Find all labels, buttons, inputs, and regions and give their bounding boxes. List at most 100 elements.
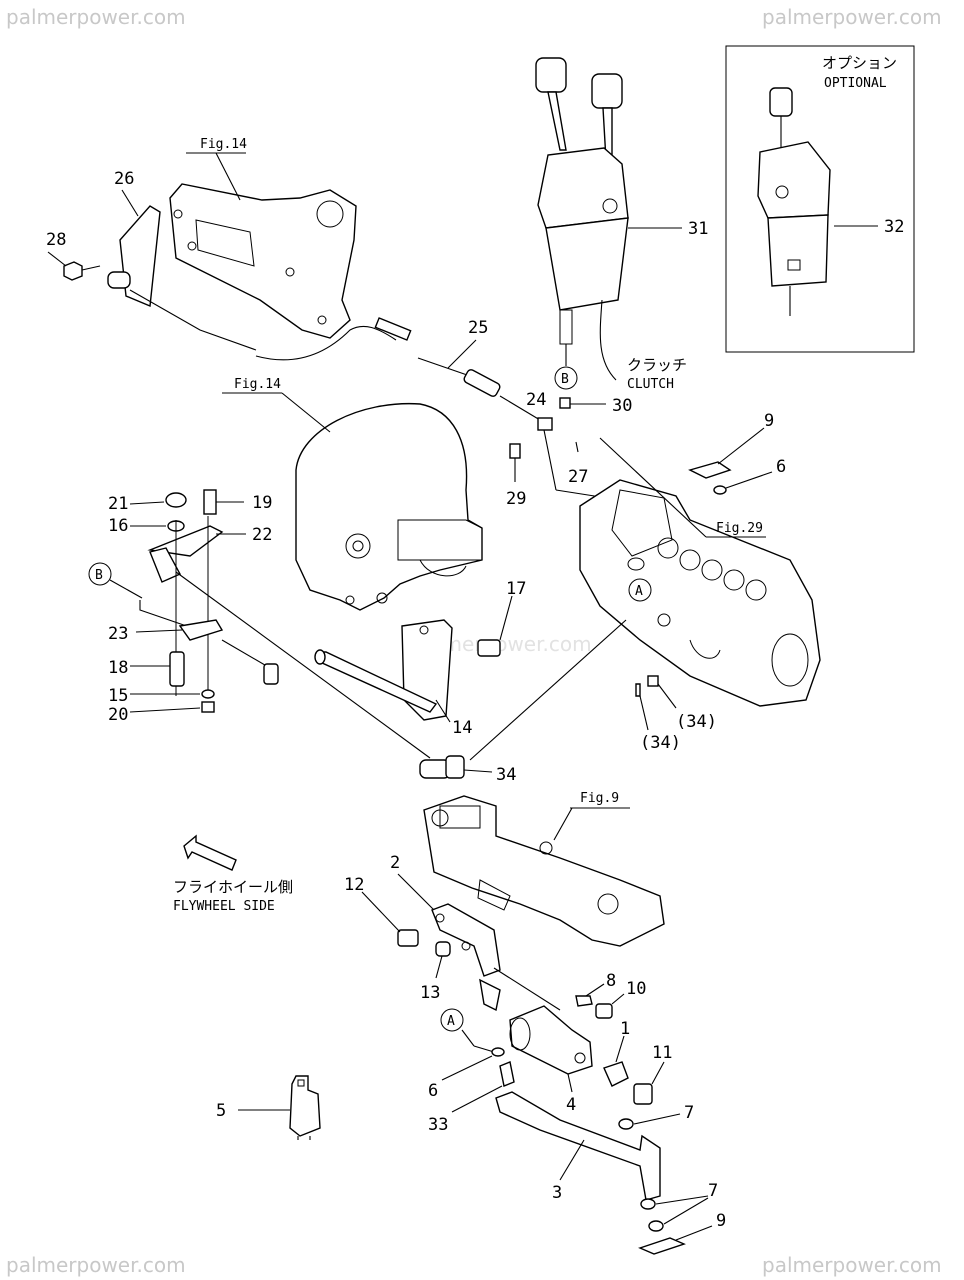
label-15: 15 <box>108 686 128 706</box>
optional-lever-knob <box>769 87 793 117</box>
watermark-bottom-left: palmerpower.com <box>6 1253 186 1277</box>
label-7-bottom: 7 <box>708 1181 718 1201</box>
nut-30 <box>559 397 571 409</box>
stop-solenoid-group: 4 8 10 1 11 7 A 6 33 <box>428 971 694 1135</box>
bolt-29 <box>509 443 521 459</box>
fig14-top-ref: Fig.14 <box>200 137 247 152</box>
washer-7-mid <box>618 1118 634 1130</box>
control-housing <box>537 147 629 229</box>
lever-bracket-14: 14 17 <box>314 579 526 738</box>
optional-box: オプション OPTIONAL 32 <box>725 45 915 353</box>
optional-title-en: OPTIONAL <box>824 76 887 91</box>
clutch-lever-knob <box>535 57 567 93</box>
optional-control-head <box>757 141 831 219</box>
label-23: 23 <box>108 624 128 644</box>
label-20: 20 <box>108 705 128 725</box>
stop-solenoid <box>509 1005 593 1075</box>
bracket-22 <box>147 525 224 557</box>
label-1: 1 <box>620 1019 630 1039</box>
label-34: 34 <box>496 765 516 785</box>
cable-bracket <box>119 205 161 308</box>
label-26: 26 <box>114 169 134 189</box>
label-18: 18 <box>108 658 128 678</box>
label-22: 22 <box>252 525 272 545</box>
label-28: 28 <box>46 230 66 250</box>
nut-34-right <box>647 675 659 687</box>
label-4: 4 <box>566 1095 576 1115</box>
bolt-17 <box>477 639 501 657</box>
pin-33 <box>499 1061 515 1087</box>
circle-a-bottom-label: A <box>447 1014 455 1029</box>
cable-bracket-group: 28 26 25 <box>46 169 541 421</box>
fig29-ref: Fig.29 <box>716 521 763 536</box>
dual-lever-control: 31 B クラッチ CLUTCH <box>535 57 708 392</box>
flywheel-direction-arrow <box>183 834 237 871</box>
flywheel-side-callout: フライホイール側 FLYWHEEL SIDE <box>173 834 293 914</box>
flywheel-label-jp: フライホイール側 <box>173 878 293 896</box>
throttle-lever-knob <box>591 73 623 109</box>
joint-34: 34 <box>419 755 516 785</box>
link-1 <box>603 1061 629 1087</box>
watermark-bottom-right: palmerpower.com <box>762 1253 942 1277</box>
washer-7-b <box>648 1220 664 1232</box>
clevis-group: 24 30 27 29 <box>506 390 632 509</box>
label-24: 24 <box>526 390 546 410</box>
label-32: 32 <box>884 217 904 237</box>
label-34-right: (34) <box>676 712 717 732</box>
circle-b-top-label: B <box>561 372 569 387</box>
label-25: 25 <box>468 318 488 338</box>
circle-a-engine-label: A <box>635 584 643 599</box>
clutch-label-jp: クラッチ <box>627 356 687 374</box>
label-11: 11 <box>652 1043 672 1063</box>
label-16: 16 <box>108 516 128 536</box>
label-29: 29 <box>506 489 526 509</box>
label-21: 21 <box>108 494 128 514</box>
label-34-left: (34) <box>640 733 681 753</box>
bolt-19 <box>203 489 217 515</box>
bracket-2 <box>431 903 501 977</box>
bolt-12 <box>397 929 419 947</box>
fig9-ref: Fig.9 <box>580 791 619 806</box>
label-7-mid: 7 <box>684 1103 694 1123</box>
label-6-top: 6 <box>776 457 786 477</box>
relay-5: 5 <box>216 1075 321 1140</box>
nut-20 <box>201 701 215 713</box>
circle-b-left-label: B <box>95 568 103 583</box>
bolt-28 <box>63 261 83 281</box>
bolt-11 <box>633 1083 653 1105</box>
flywheel-label-en: FLYWHEEL SIDE <box>173 899 275 914</box>
label-5: 5 <box>216 1101 226 1121</box>
circle-a-bottom <box>440 1008 464 1032</box>
label-2: 2 <box>390 853 400 873</box>
washer-8 <box>575 995 593 1007</box>
washer-15 <box>201 689 215 699</box>
label-17: 17 <box>506 579 526 599</box>
label-9-top: 9 <box>764 411 774 431</box>
clip-9-top <box>688 461 732 479</box>
watermark-top-left: palmerpower.com <box>6 5 186 29</box>
stop-lever-3: 3 7 9 <box>495 1091 726 1255</box>
clutch-label-en: CLUTCH <box>627 377 674 392</box>
label-31: 31 <box>688 219 708 239</box>
engine-block: A Fig.29 (34) (34) 9 6 <box>469 411 821 761</box>
label-12: 12 <box>344 875 364 895</box>
label-9-bottom: 9 <box>716 1211 726 1231</box>
flywheel-housing-top: Fig.14 <box>169 137 357 339</box>
label-3: 3 <box>552 1183 562 1203</box>
label-33: 33 <box>428 1115 448 1135</box>
clip-9-bottom <box>638 1237 686 1255</box>
lower-support-assembly: Fig.9 2 12 13 <box>344 791 665 1012</box>
watermark-top-right: palmerpower.com <box>762 5 942 29</box>
label-27: 27 <box>568 467 588 487</box>
gear-case-mid: Fig.14 <box>222 377 483 611</box>
bolt-10 <box>595 1003 613 1019</box>
washer-7-a <box>640 1198 656 1210</box>
circle-b-left <box>88 562 112 586</box>
optional-title-jp: オプション <box>822 54 897 72</box>
label-19: 19 <box>252 493 272 513</box>
label-13: 13 <box>420 983 440 1003</box>
fig14-mid-ref: Fig.14 <box>234 377 281 392</box>
washer-6-bottom <box>491 1047 505 1057</box>
label-30: 30 <box>612 396 632 416</box>
bolt-18 <box>169 651 185 687</box>
